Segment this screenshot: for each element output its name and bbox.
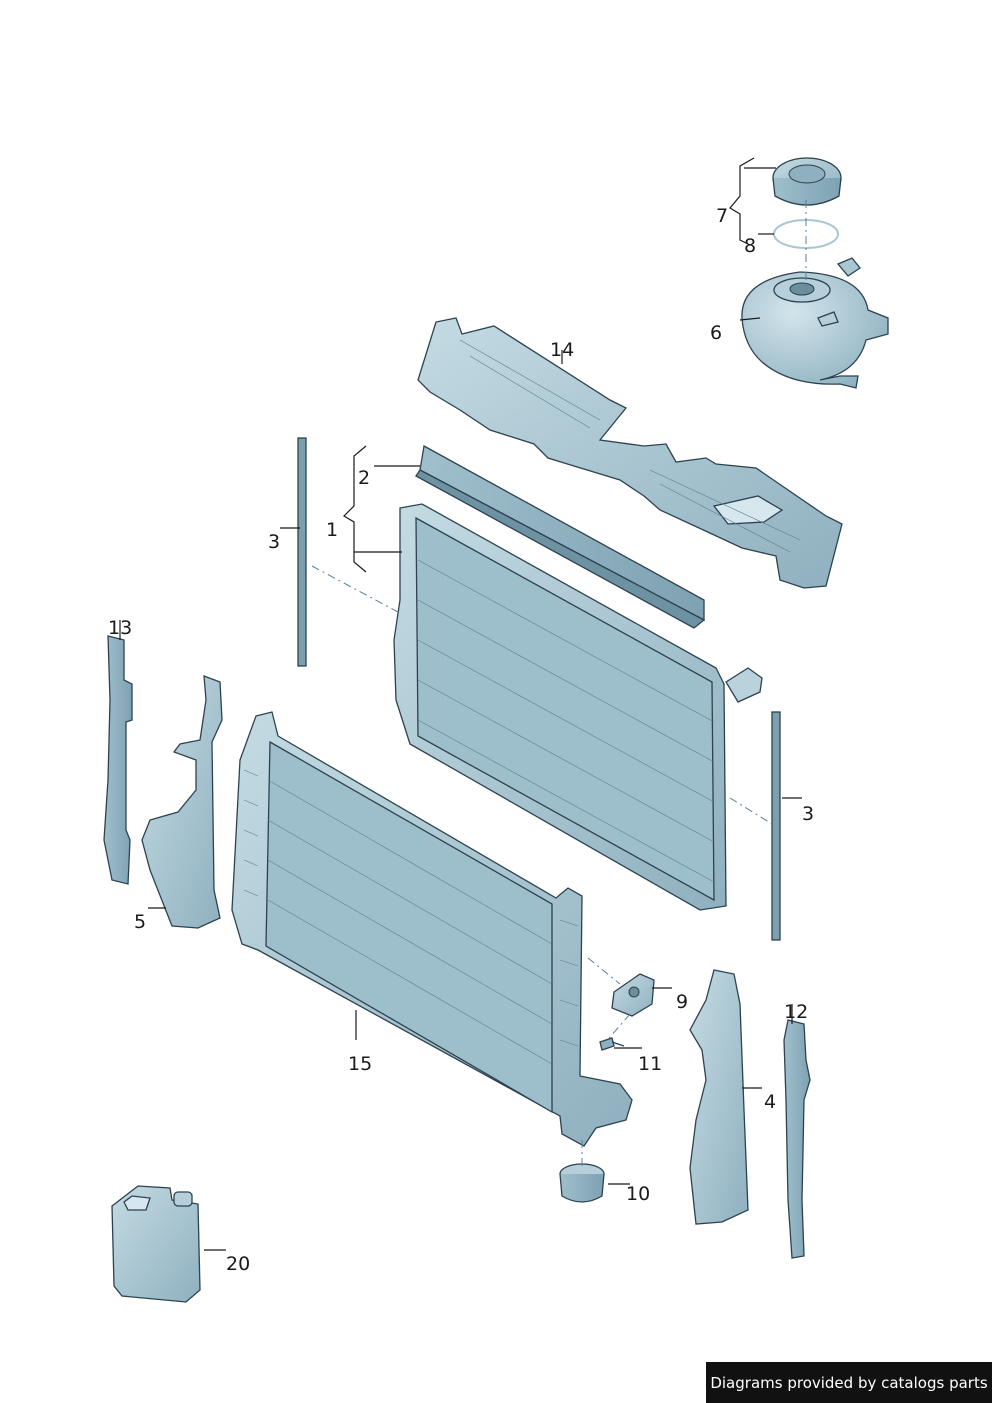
expansion-tank [741, 257, 889, 389]
coolant-radiator [393, 503, 763, 911]
air-guide-right [689, 969, 749, 1225]
callout-12: 12 [784, 1001, 808, 1023]
seal-strip-upper [415, 444, 706, 629]
callout-2: 2 [358, 467, 370, 489]
callout-10: 10 [626, 1183, 650, 1205]
callout-20: 20 [226, 1253, 250, 1275]
air-guide-upper [417, 317, 843, 589]
seal-strip-left [297, 437, 307, 667]
callout-3-right: 3 [802, 803, 814, 825]
coolant-canister [111, 1185, 201, 1303]
callout-13: 13 [108, 617, 132, 639]
callout-1: 1 [326, 519, 338, 541]
callout-15: 15 [348, 1053, 372, 1075]
callout-3-left: 3 [268, 531, 280, 553]
callout-14: 14 [550, 339, 574, 361]
side-seal-left [103, 635, 133, 885]
callout-11: 11 [638, 1053, 662, 1075]
charge-air-cooler [231, 711, 633, 1147]
leader-lines [119, 157, 802, 1251]
callout-8: 8 [744, 235, 756, 257]
screw [599, 1037, 625, 1051]
callout-6: 6 [710, 322, 722, 344]
air-guide-left [141, 675, 223, 929]
side-seal-right [783, 1019, 811, 1259]
seal-strip-right [771, 711, 781, 941]
callout-7: 7 [716, 205, 728, 227]
expansion-tank-cap [772, 157, 842, 206]
callout-9: 9 [676, 991, 688, 1013]
callout-5: 5 [134, 911, 146, 933]
mounting-bracket [611, 973, 655, 1017]
rubber-mount [559, 1163, 605, 1203]
credit-banner: Diagrams provided by catalogs parts [706, 1362, 992, 1403]
callout-4: 4 [764, 1091, 776, 1113]
